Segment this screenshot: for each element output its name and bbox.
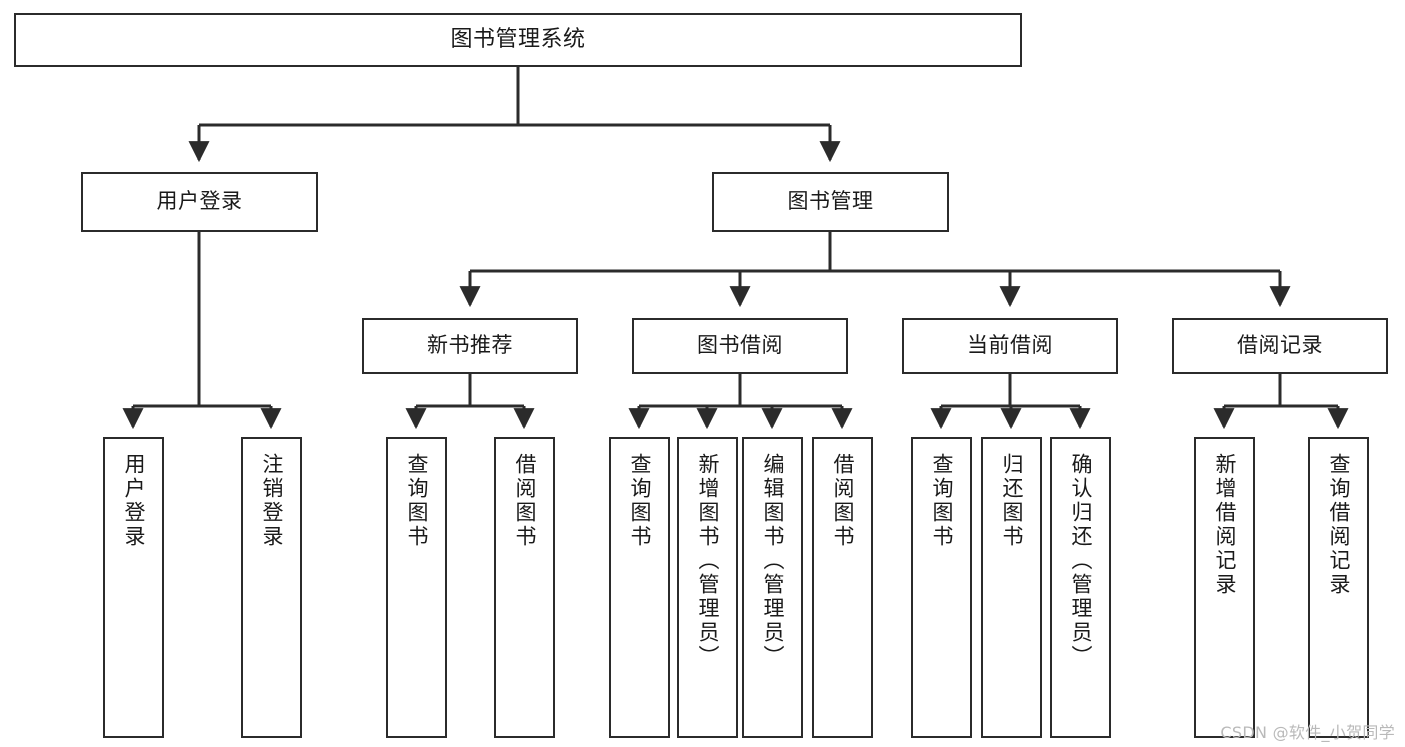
node-book-borrow[interactable]: 图书借阅 [632, 318, 848, 374]
leaf-borrow-query-book[interactable]: 查询图书 [609, 437, 670, 738]
leaf-label: 新增借阅记录 [1213, 453, 1237, 597]
leaf-current-return-book[interactable]: 归还图书 [981, 437, 1042, 738]
leaf-label: 新增图书（管理员） [696, 453, 720, 669]
leaf-label: 编辑图书（管理员） [761, 453, 785, 669]
node-label: 图书管理 [787, 189, 874, 214]
leaf-record-query[interactable]: 查询借阅记录 [1308, 437, 1369, 738]
watermark: CSDN @软件_小贺同学 [1220, 723, 1395, 742]
node-label: 借阅记录 [1237, 333, 1323, 358]
leaf-current-confirm-return[interactable]: 确认归还（管理员） [1050, 437, 1111, 738]
leaf-label: 用户登录 [122, 453, 146, 549]
node-current-borrow[interactable]: 当前借阅 [902, 318, 1118, 374]
leaf-borrow-borrow-book[interactable]: 借阅图书 [812, 437, 873, 738]
node-book-management[interactable]: 图书管理 [712, 172, 949, 232]
node-label: 当前借阅 [967, 333, 1053, 358]
leaf-record-add[interactable]: 新增借阅记录 [1194, 437, 1255, 738]
leaf-label: 查询图书 [405, 453, 429, 549]
leaf-label: 查询图书 [628, 453, 652, 549]
node-label: 用户登录 [156, 189, 243, 214]
node-user-login[interactable]: 用户登录 [81, 172, 318, 232]
leaf-new-book-borrow[interactable]: 借阅图书 [494, 437, 555, 738]
leaf-label: 归还图书 [1000, 453, 1024, 549]
leaf-label: 确认归还（管理员） [1069, 453, 1093, 669]
leaf-label: 查询图书 [930, 453, 954, 549]
leaf-user-login-logout[interactable]: 注销登录 [241, 437, 302, 738]
leaf-current-query-book[interactable]: 查询图书 [911, 437, 972, 738]
node-label: 图书借阅 [697, 333, 783, 358]
node-label: 图书管理系统 [450, 26, 586, 52]
node-root-system[interactable]: 图书管理系统 [14, 13, 1022, 67]
leaf-label: 借阅图书 [831, 453, 855, 549]
leaf-label: 查询借阅记录 [1327, 453, 1351, 597]
leaf-label: 借阅图书 [513, 453, 537, 549]
node-new-book-recommend[interactable]: 新书推荐 [362, 318, 578, 374]
leaf-new-book-query[interactable]: 查询图书 [386, 437, 447, 738]
node-borrow-record[interactable]: 借阅记录 [1172, 318, 1388, 374]
leaf-borrow-edit-book[interactable]: 编辑图书（管理员） [742, 437, 803, 738]
node-label: 新书推荐 [427, 333, 513, 358]
leaf-user-login-login[interactable]: 用户登录 [103, 437, 164, 738]
leaf-label: 注销登录 [260, 453, 284, 549]
leaf-borrow-add-book[interactable]: 新增图书（管理员） [677, 437, 738, 738]
